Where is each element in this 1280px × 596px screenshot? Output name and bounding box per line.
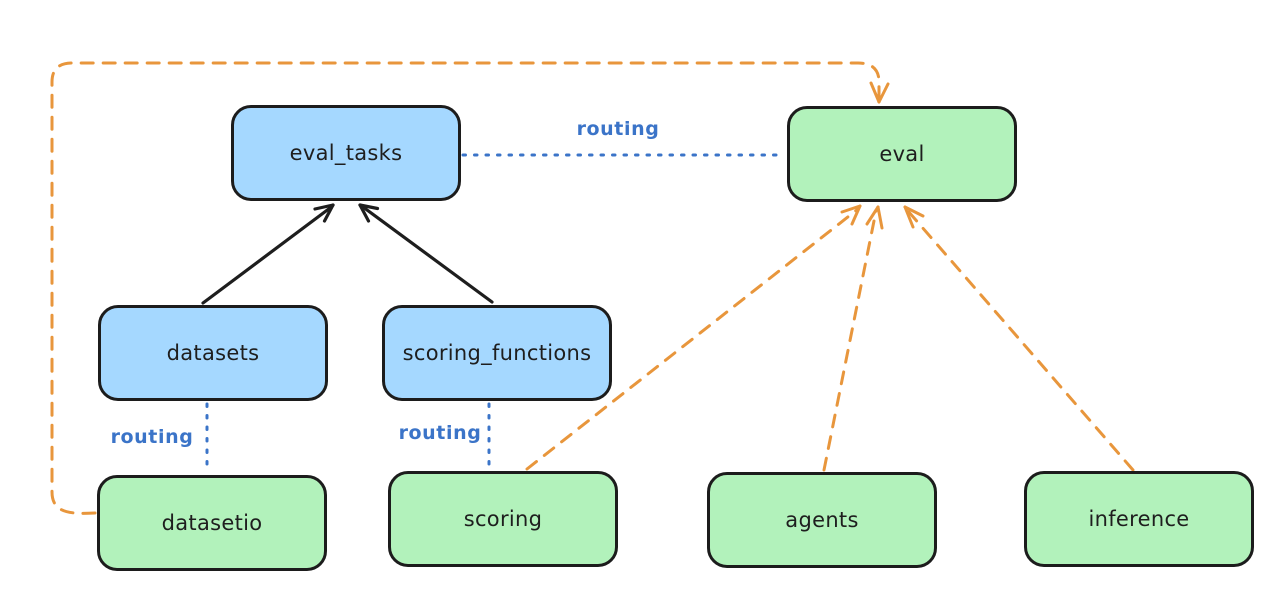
node-agents: agents — [707, 472, 937, 568]
edge-datasets-to-eval-tasks-arrow — [201, 203, 335, 305]
node-inference-label: inference — [1088, 507, 1190, 531]
node-datasets-label: datasets — [166, 341, 260, 365]
node-agents-label: agents — [785, 508, 859, 532]
node-inference: inference — [1024, 471, 1254, 567]
edge-datasetio-to-eval-arrow — [50, 61, 890, 515]
edge-scoring-to-eval-arrow — [525, 204, 862, 471]
node-datasetio: datasetio — [97, 475, 327, 571]
edge-inference-to-eval-arrow — [903, 205, 1135, 472]
node-eval: eval — [787, 106, 1017, 202]
node-eval-tasks-label: eval_tasks — [289, 141, 403, 165]
node-scoring-functions-label: scoring_functions — [402, 341, 592, 365]
edge-scoring-functions-to-eval-tasks-arrow — [358, 203, 494, 304]
node-scoring: scoring — [388, 471, 618, 567]
edge-label-routing-datasets-datasetio: routing — [110, 426, 194, 448]
node-scoring-label: scoring — [463, 507, 543, 531]
edge-label-routing-eval-tasks-eval: routing — [576, 118, 660, 140]
node-datasetio-label: datasetio — [161, 511, 263, 535]
node-scoring-functions: scoring_functions — [382, 305, 612, 401]
edge-label-routing-scoring-functions-scoring: routing — [398, 422, 482, 444]
node-datasets: datasets — [98, 305, 328, 401]
edge-agents-to-eval-arrow — [822, 205, 884, 472]
node-eval-label: eval — [879, 142, 925, 166]
node-eval-tasks: eval_tasks — [231, 105, 461, 201]
